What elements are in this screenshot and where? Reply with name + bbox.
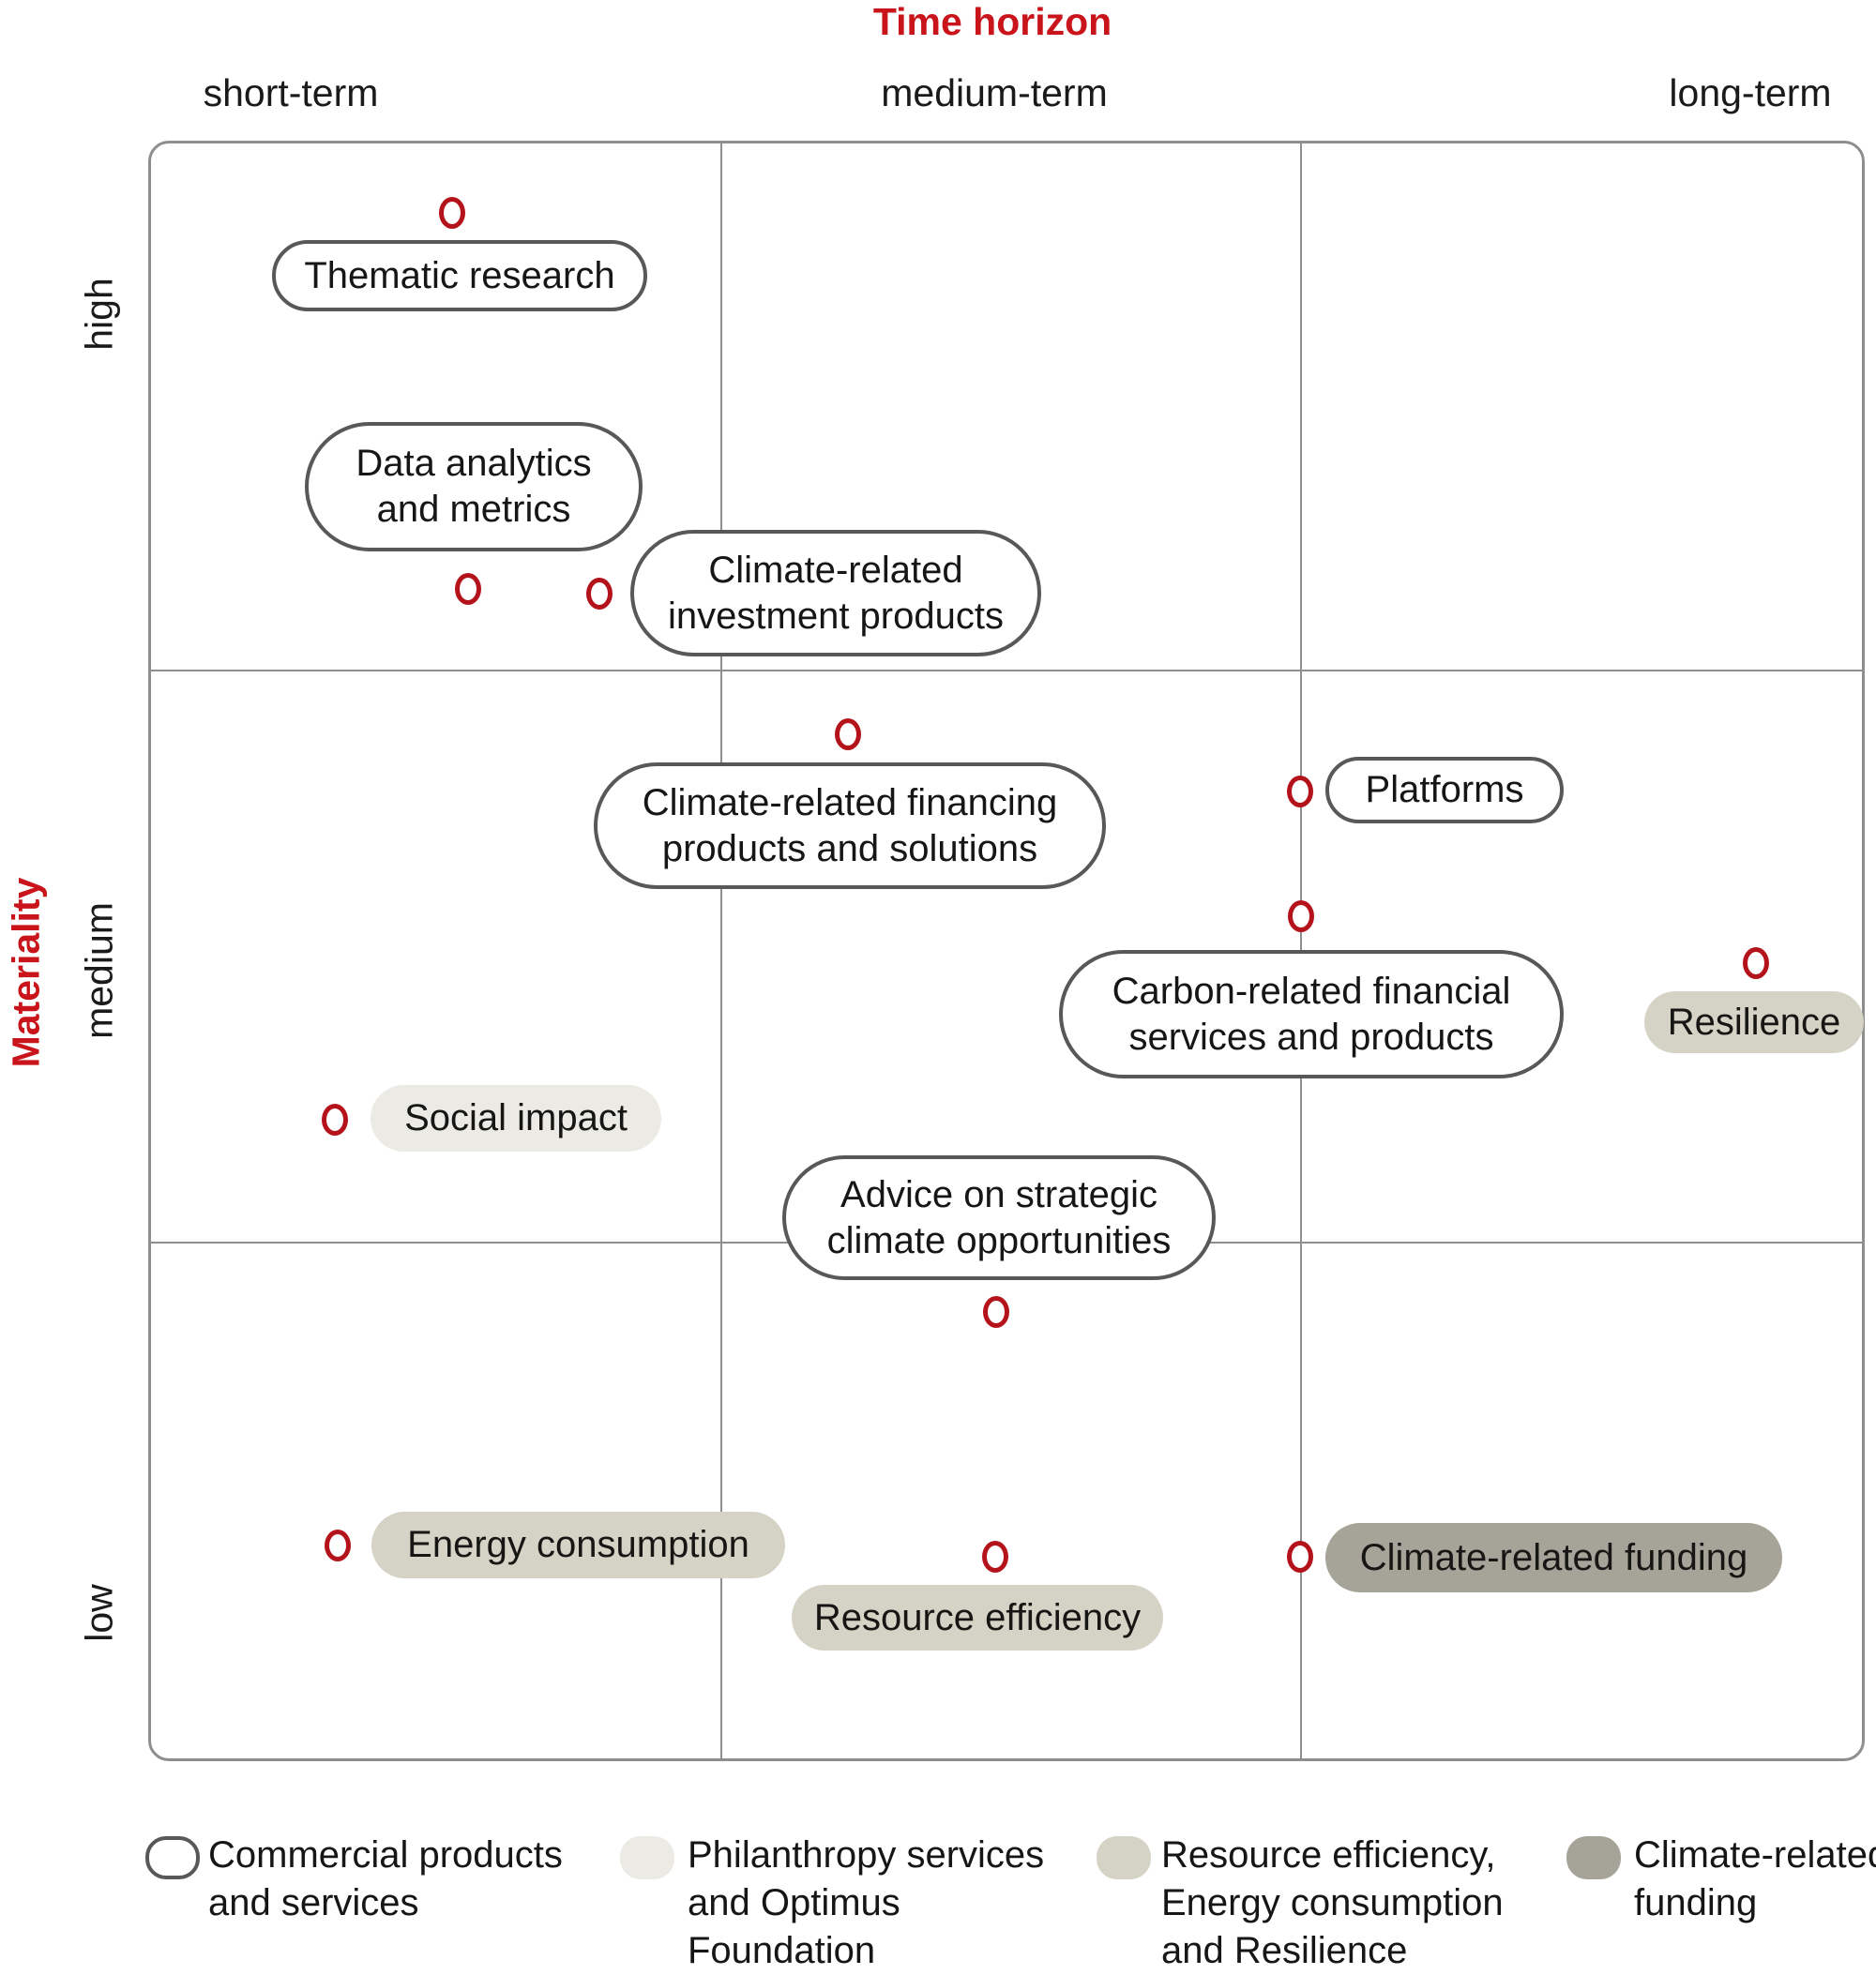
- x-axis-title: Time horizon: [872, 0, 1112, 43]
- legend-swatch-funding: [1566, 1836, 1621, 1879]
- legend-label-line: and Resilience: [1161, 1930, 1408, 1971]
- bubble-platforms: Platforms: [1325, 757, 1564, 823]
- bubble-label-line: and metrics: [376, 489, 571, 530]
- bubble-label-line: Energy consumption: [407, 1524, 749, 1566]
- y-axis-title: Materiality: [4, 877, 48, 1068]
- bubble-label-line: products and solutions: [661, 827, 1038, 869]
- bubble-label-line: Climate-related funding: [1359, 1536, 1748, 1578]
- grid-vertical-line-1: [720, 141, 722, 1761]
- legend-label-line: Resource efficiency,: [1161, 1834, 1496, 1876]
- marker-carbon-related-financial-services-and-products: [1288, 900, 1314, 932]
- y-tick-high: high: [77, 278, 121, 351]
- bubble-label-line: Carbon-related financial: [1112, 970, 1511, 1012]
- bubble-label-line: climate opportunities: [826, 1219, 1172, 1261]
- marker-social-impact: [322, 1104, 348, 1136]
- legend-label-funding: Climate-related funding: [1634, 1832, 1876, 1927]
- legend-label-line: Climate-related: [1634, 1834, 1876, 1876]
- bubble-label-line: Climate-related: [708, 549, 963, 591]
- marker-data-analytics-and-metrics: [455, 573, 481, 605]
- bubble-energy-consumption: Energy consumption: [371, 1512, 785, 1578]
- bubble-social-impact: Social impact: [371, 1085, 661, 1152]
- marker-climate-related-financing-products-and-solutions: [835, 718, 861, 750]
- legend-label-line: funding: [1634, 1882, 1758, 1923]
- marker-thematic-research: [439, 197, 465, 229]
- bubble-label-line: services and products: [1128, 1016, 1494, 1058]
- marker-energy-consumption: [325, 1530, 351, 1561]
- legend-label-line: and Optimus: [688, 1882, 900, 1923]
- bubble-label-line: Resource efficiency: [813, 1596, 1142, 1638]
- legend-label-line: Philanthropy services: [688, 1834, 1045, 1876]
- bubble-label-line: investment products: [668, 595, 1004, 637]
- grid-horizontal-line-1: [148, 670, 1865, 671]
- bubble-thematic-research: Thematic research: [272, 240, 647, 311]
- legend-label-resource: Resource efficiency, Energy consumption an…: [1161, 1832, 1504, 1975]
- bubble-resilience: Resilience: [1644, 991, 1864, 1053]
- legend-label-line: Energy consumption: [1161, 1882, 1504, 1923]
- x-tick-medium-term: medium-term: [881, 71, 1108, 114]
- x-tick-short-term: short-term: [203, 71, 379, 114]
- x-tick-long-term: long-term: [1669, 71, 1832, 114]
- marker-climate-related-investment-products: [586, 578, 613, 610]
- bubble-label-line: Data analytics: [356, 443, 592, 485]
- marker-advice-on-strategic-climate-opportunities: [983, 1296, 1009, 1328]
- matrix-grid-border: [148, 141, 1865, 1761]
- bubble-label-line: Resilience: [1667, 1001, 1841, 1043]
- y-tick-low: low: [77, 1584, 121, 1642]
- marker-platforms: [1287, 776, 1313, 807]
- y-tick-medium: medium: [77, 902, 121, 1039]
- marker-climate-related-funding: [1287, 1541, 1313, 1573]
- legend-label-line: and services: [208, 1882, 419, 1923]
- bubble-label-line: Thematic research: [304, 254, 615, 296]
- bubble-label-line: Platforms: [1365, 769, 1524, 811]
- legend-swatch-commercial: [145, 1836, 200, 1879]
- legend-label-line: Commercial products: [208, 1834, 563, 1876]
- marker-resource-efficiency: [982, 1541, 1008, 1573]
- bubble-label-line: Social impact: [404, 1097, 628, 1139]
- legend-swatch-resource: [1097, 1836, 1151, 1879]
- legend-label-line: Foundation: [688, 1930, 876, 1971]
- bubble-label-line: Advice on strategic: [840, 1173, 1157, 1215]
- marker-resilience: [1743, 947, 1769, 979]
- legend-label-commercial: Commercial products and services: [208, 1832, 563, 1927]
- bubble-climate-related-funding: Climate-related funding: [1325, 1523, 1782, 1592]
- bubble-label-line: Climate-related financing: [642, 781, 1058, 823]
- bubble-resource-efficiency: Resource efficiency: [792, 1585, 1163, 1651]
- legend-swatch-philanthropy: [620, 1836, 674, 1879]
